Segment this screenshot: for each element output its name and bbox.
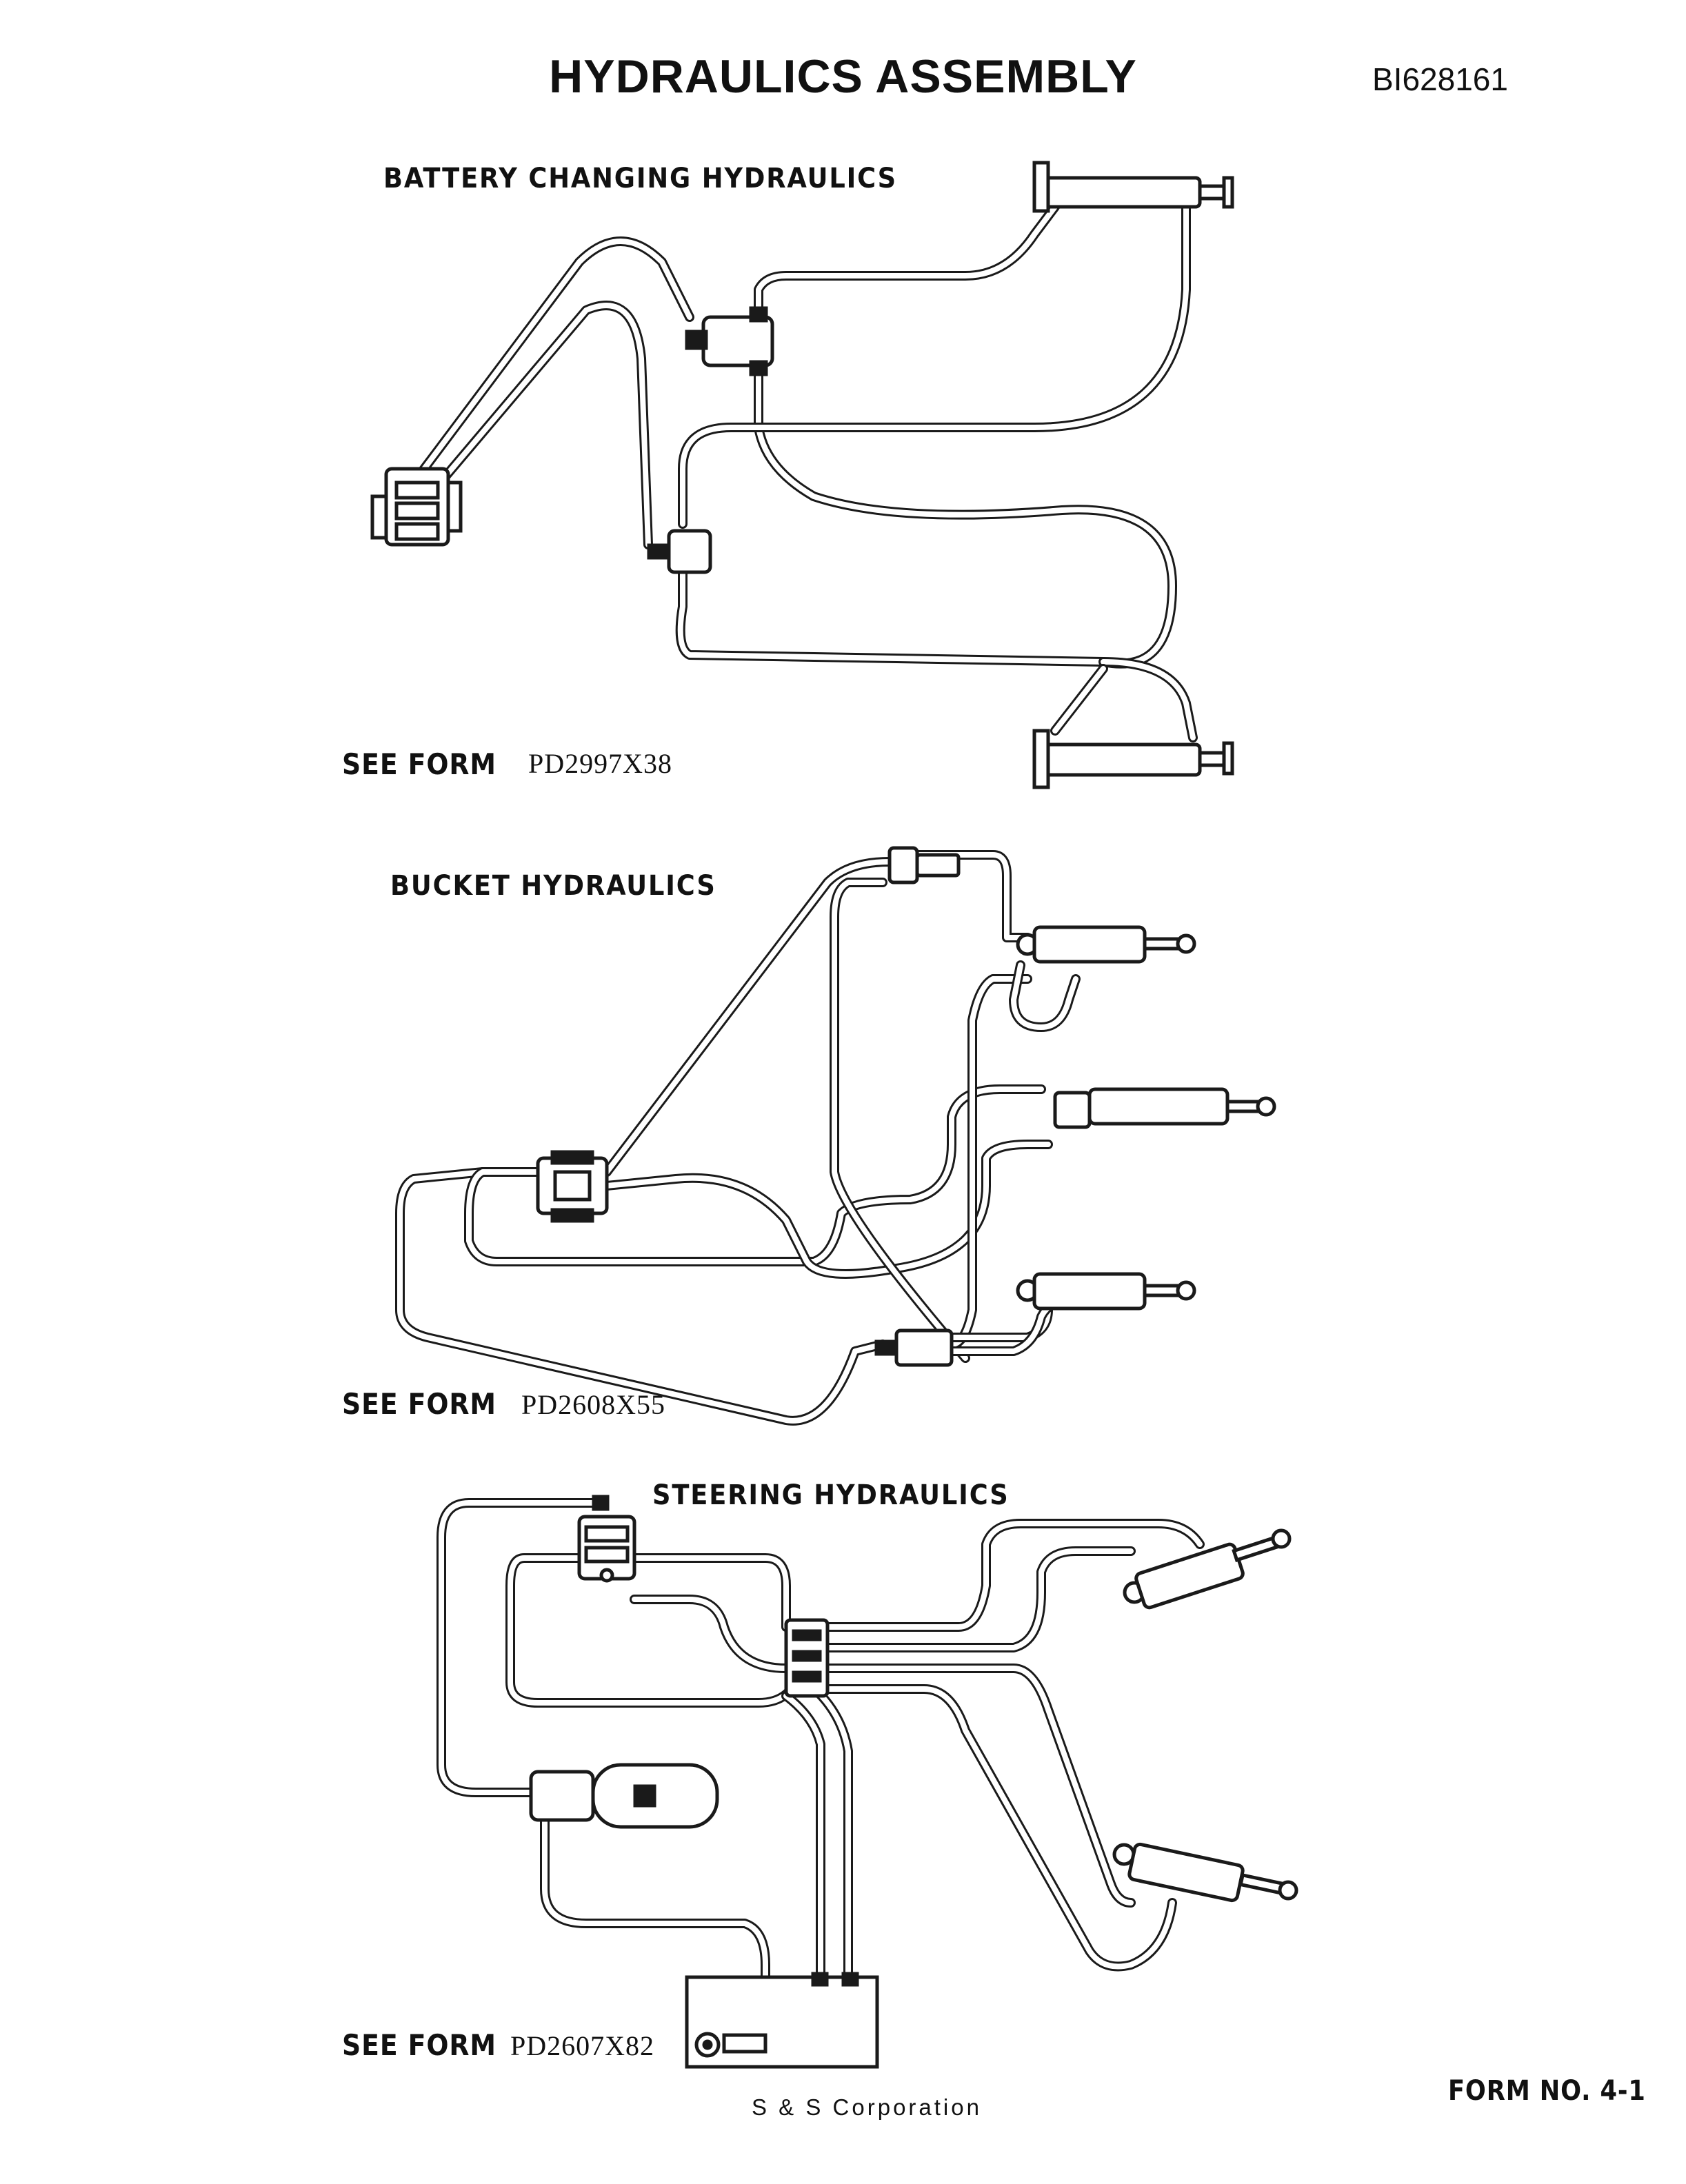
see-form-label-bucket: SEE FORM <box>342 1387 496 1421</box>
steering-manifold <box>784 1618 830 1698</box>
bucket-cylinder-middle <box>1053 1087 1276 1129</box>
form-code-steering: PD2607X82 <box>510 2030 655 2061</box>
form-code-bucket: PD2608X55 <box>521 1389 666 1420</box>
page-title: HYDRAULICS ASSEMBLY <box>549 50 1137 103</box>
document-id: BI628161 <box>1372 61 1508 97</box>
form-number: FORM NO. 4-1 <box>1448 2075 1646 2107</box>
battery-control-valve <box>370 467 463 547</box>
battery-tee-fitting-upper <box>685 306 774 376</box>
bucket-cylinder-lower <box>1016 1272 1196 1311</box>
bucket-control-valve <box>536 1150 609 1223</box>
steering-control-valve <box>577 1495 636 1583</box>
steering-hydraulic-tank <box>685 1972 879 2069</box>
bucket-hoses <box>395 850 1081 1426</box>
battery-cylinder-upper <box>1032 161 1234 213</box>
corporation-name: S & S Corporation <box>752 2094 982 2120</box>
battery-hoses <box>409 202 1198 742</box>
bucket-valve-lower <box>874 1328 954 1367</box>
form-code-battery: PD2997X38 <box>528 748 673 779</box>
steering-pump-motor <box>529 1763 719 1829</box>
bucket-valve-upper <box>887 846 961 884</box>
see-form-label-battery: SEE FORM <box>342 747 496 781</box>
battery-changing-diagram <box>370 161 1234 789</box>
steering-hoses <box>436 1498 1205 2059</box>
steering-cylinder-lower <box>1112 1842 1298 1903</box>
section-title-bucket: BUCKET HYDRAULICS <box>390 870 716 902</box>
battery-tee-fitting-lower <box>647 529 712 574</box>
steering-diagram <box>436 1495 1298 2069</box>
section-title-battery: BATTERY CHANGING HYDRAULICS <box>383 163 898 194</box>
bucket-diagram <box>395 846 1276 1426</box>
see-form-label-steering: SEE FORM <box>342 2028 496 2062</box>
section-title-steering: STEERING HYDRAULICS <box>652 1479 1010 1511</box>
battery-cylinder-lower <box>1032 729 1234 789</box>
bucket-cylinder-upper <box>1016 925 1196 964</box>
steering-cylinder-upper <box>1123 1528 1292 1610</box>
